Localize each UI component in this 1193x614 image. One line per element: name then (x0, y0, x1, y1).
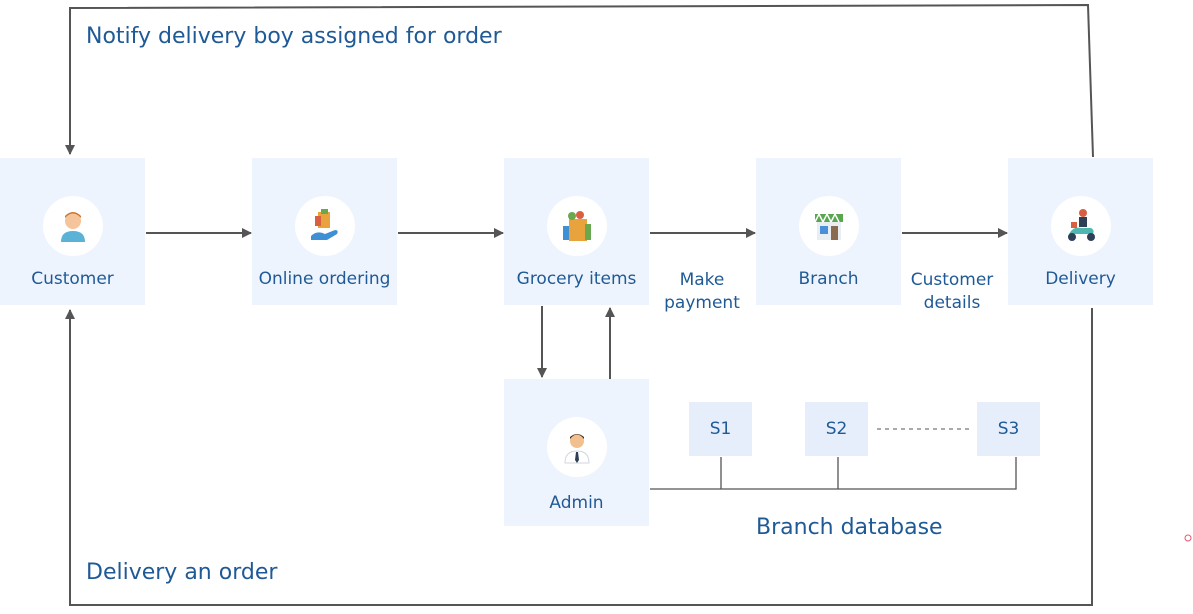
grocery-items-label: Grocery items (516, 269, 637, 289)
notify-loop-line (65, 3, 1094, 158)
branch-database-caption: Branch database (756, 515, 943, 540)
customer-details-line-2: details (923, 293, 981, 313)
admin-node[interactable]: Admin (504, 379, 649, 526)
server-s1[interactable]: S1 (689, 402, 752, 456)
database-bus-line (650, 457, 1017, 490)
branch-icon-circle (798, 196, 859, 256)
online-ordering-icon (310, 209, 338, 240)
admin-icon (563, 434, 590, 464)
customer-details-line-1: Customer (910, 270, 994, 290)
delivery-label: Delivery (1045, 269, 1116, 289)
store-icon (813, 212, 843, 240)
online-ordering-icon-circle (294, 196, 355, 256)
admin-icon-circle (546, 417, 607, 477)
delivery-node[interactable]: Delivery (1008, 158, 1153, 305)
online-ordering-label: Online ordering (258, 269, 391, 289)
server-s3[interactable]: S3 (977, 402, 1040, 456)
make-payment-line-1: Make (679, 270, 725, 290)
delivery-caption: Delivery an order (86, 560, 278, 585)
scooter-icon (1067, 209, 1095, 241)
server-s2[interactable]: S2 (805, 402, 868, 456)
stray-dot (1184, 534, 1192, 542)
online-ordering-node[interactable]: Online ordering (252, 158, 397, 305)
delivery-icon-circle (1050, 196, 1111, 256)
branch-node[interactable]: Branch (756, 158, 901, 305)
grocery-items-node[interactable]: Grocery items (504, 158, 649, 305)
branch-label: Branch (798, 269, 859, 289)
customer-icon-circle (42, 196, 103, 256)
make-payment-label: Make payment (652, 269, 752, 315)
customer-label: Customer (31, 269, 114, 289)
admin-label: Admin (549, 493, 604, 513)
grocery-icon-circle (546, 196, 607, 256)
customer-node[interactable]: Customer (0, 158, 145, 305)
customer-icon (60, 212, 85, 242)
grocery-bag-icon (562, 211, 591, 241)
notify-caption: Notify delivery boy assigned for order (86, 24, 502, 49)
customer-details-label: Customer details (902, 269, 1002, 315)
deliver-loop-line (65, 308, 1093, 606)
make-payment-line-2: payment (664, 293, 740, 313)
